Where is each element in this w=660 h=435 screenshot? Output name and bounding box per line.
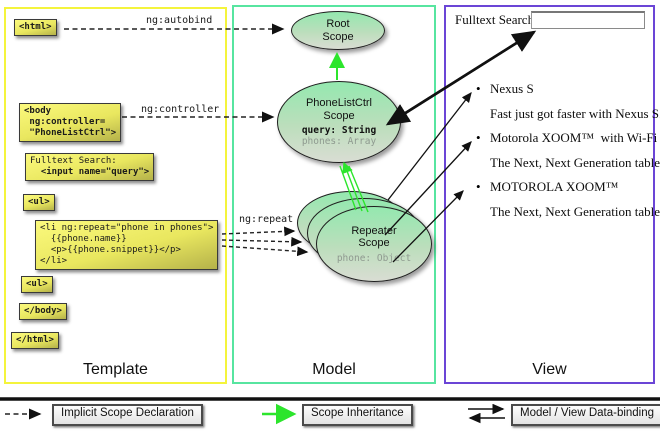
phonelistctrl-scope-ellipse: PhoneListCtrl Scope query: String phones… — [277, 81, 401, 163]
root-scope-title: Root — [326, 18, 350, 30]
model-panel-label: Model — [312, 361, 356, 378]
code-text: {{phone.name}} — [40, 234, 127, 244]
legend-implicit-scope-declaration: Implicit Scope Declaration — [52, 404, 203, 426]
html-close-tag-box: </html> — [11, 332, 59, 349]
code-text: ng:controller= — [24, 117, 106, 127]
fulltext-search-label: Fulltext Search: — [455, 12, 538, 27]
code-text: <input name="query"> — [30, 167, 150, 177]
fulltext-search-code-box: Fulltext Search: <input name="query"> — [25, 153, 155, 181]
repeater-scope-title: Repeater — [351, 224, 397, 237]
bullet-icon: • — [476, 130, 481, 145]
repeater-scope-ellipse: Repeater Scope phone: Object — [316, 206, 432, 282]
code-text: <p>{{phone.snippet}}</p> — [40, 245, 181, 255]
code-text: Fulltext Search: — [30, 156, 117, 166]
root-scope-ellipse: Root Scope — [291, 11, 385, 50]
phonelistctrl-scope-title: Scope — [323, 109, 355, 122]
root-scope-title: Scope — [322, 30, 354, 43]
view-item-desc: The Next, Next Generation tablet. — [490, 204, 660, 219]
code-text: </li> — [40, 256, 68, 266]
view-panel-label: View — [532, 361, 567, 378]
html-open-tag-box: <html> — [14, 19, 57, 36]
template-panel-label: Template — [83, 361, 148, 378]
body-close-tag-box: </body> — [19, 303, 67, 320]
code-text: <body — [24, 106, 52, 116]
repeater-scope-title: Scope — [358, 237, 390, 249]
phones-property: phones: Array — [301, 136, 377, 147]
ng-repeat-label: ng:repeat — [239, 214, 294, 225]
bullet-icon: • — [476, 81, 481, 96]
legend-scope-inheritance: Scope Inheritance — [302, 404, 413, 426]
body-open-tag-box: <body ng:controller= "PhoneListCtrl"> — [19, 103, 122, 142]
ul-top-tag-box: <ul> — [23, 194, 55, 211]
code-text: </body> — [24, 306, 62, 316]
code-text: </html> — [16, 335, 54, 345]
bullet-icon: • — [476, 179, 481, 194]
code-text: <html> — [19, 22, 52, 32]
phone-property: phone: Object — [336, 252, 412, 264]
view-item-desc: Fast just got faster with Nexus S. — [490, 106, 660, 121]
phonelistctrl-scope-title: PhoneListCtrl — [305, 97, 373, 109]
view-item-desc: The Next, Next Generation tablet. — [490, 155, 660, 170]
code-text: "PhoneListCtrl"> — [24, 128, 117, 138]
view-item-name: Nexus S — [490, 81, 534, 96]
ul-bottom-tag-box: <ul> — [21, 276, 53, 293]
ng-controller-label: ng:controller — [141, 104, 220, 115]
fulltext-search-input[interactable] — [531, 11, 645, 29]
code-text: <ul> — [26, 279, 48, 289]
code-text: <li ng:repeat="phone in phones"> — [40, 223, 214, 233]
view-item-name: Motorola XOOM™ with Wi-Fi — [490, 130, 658, 145]
view-item-name: MOTOROLA XOOM™ — [490, 179, 619, 194]
ng-autobind-label: ng:autobind — [146, 15, 213, 26]
legend-model-view-data-binding: Model / View Data-binding — [511, 404, 660, 426]
query-property: query: String — [301, 125, 377, 136]
li-repeat-code-box: <li ng:repeat="phone in phones"> {{phone… — [35, 220, 219, 270]
code-text: <ul> — [28, 197, 50, 207]
